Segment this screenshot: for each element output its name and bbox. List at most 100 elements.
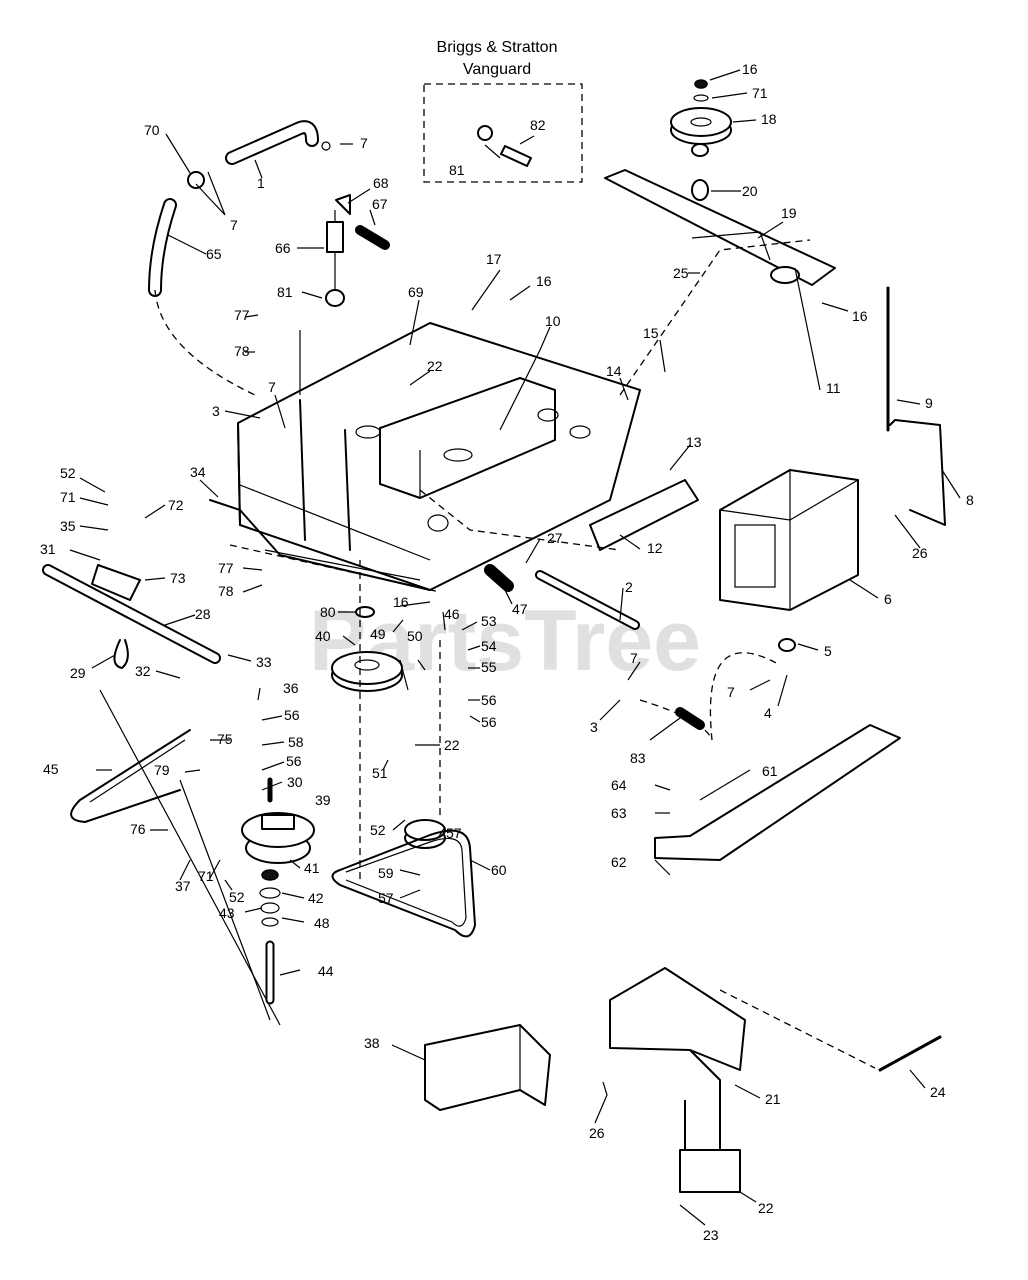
bracket-61 [654, 724, 901, 861]
callout-43: 43 [219, 905, 235, 921]
callout-66: 66 [275, 240, 291, 256]
callout-33: 33 [256, 654, 272, 670]
pulley-18 [670, 79, 732, 145]
callout-34: 34 [190, 464, 206, 480]
callout-74: 58 [288, 734, 304, 750]
callout-3: 3 [590, 719, 598, 735]
callout-77: 77 [234, 307, 250, 323]
callout-29: 29 [70, 665, 86, 681]
callout-48: 48 [314, 915, 330, 931]
callout-13: 13 [686, 434, 702, 450]
callout-79: 79 [154, 762, 170, 778]
callout-37: 37 [175, 878, 191, 894]
callout-81: 81 [449, 162, 465, 178]
callout-7: 7 [268, 379, 276, 395]
callout-18: 18 [761, 111, 777, 127]
callout-46: 46 [444, 606, 460, 622]
callout-65: 65 [206, 246, 222, 262]
callout-16: 16 [742, 61, 758, 77]
callout-7: 7 [360, 135, 368, 151]
callout-1: 1 [257, 175, 265, 191]
fitting-81-inset [477, 125, 493, 141]
rod-8 [889, 419, 946, 526]
callout-26: 26 [589, 1125, 605, 1141]
callout-26: 26 [912, 545, 928, 561]
belt-45 [70, 729, 191, 823]
callout-14: 14 [606, 363, 622, 379]
v-belt-60 [331, 829, 476, 938]
shift-rod-28 [42, 564, 221, 669]
callout-56: 56 [284, 707, 300, 723]
fuel-filter-70 [187, 171, 205, 189]
electric-clutch-41 [241, 777, 315, 1005]
callout-38: 38 [364, 1035, 380, 1051]
callout-56: 56 [481, 692, 497, 708]
callout-45: 45 [43, 761, 59, 777]
callout-4: 4 [764, 705, 772, 721]
callout-54: 54 [481, 638, 497, 654]
idler-pulley-58 [404, 819, 446, 849]
fuel-cap-11 [770, 266, 800, 284]
callout-71: 71 [60, 489, 76, 505]
callout-53: 53 [481, 613, 497, 629]
callout-20: 20 [742, 183, 758, 199]
callout-41: 41 [304, 860, 320, 876]
drive-pulley-40 [331, 606, 403, 692]
callout-60: 60 [491, 862, 507, 878]
callout-7: 7 [727, 684, 735, 700]
callout-69: 69 [408, 284, 424, 300]
callout-40: 40 [315, 628, 331, 644]
callout-5: 5 [824, 643, 832, 659]
callout-12: 12 [647, 540, 663, 556]
callout-47: 47 [512, 601, 528, 617]
callout-71: 71 [752, 85, 768, 101]
callout-58: 57 [446, 825, 462, 841]
callout-31: 31 [40, 541, 56, 557]
callout-50: 50 [407, 628, 423, 644]
callout-7: 7 [230, 217, 238, 233]
engine-title-line2: Vanguard [463, 61, 531, 78]
leader-lines [69, 69, 961, 1226]
callout-83: 83 [630, 750, 646, 766]
callout-78: 78 [218, 583, 234, 599]
callout-32: 32 [135, 663, 151, 679]
callout-59: 59 [378, 865, 394, 881]
callout-17: 17 [486, 251, 502, 267]
callout-52: 52 [60, 465, 76, 481]
callout-52: 52 [229, 889, 245, 905]
callout-28: 28 [195, 606, 211, 622]
callout-19: 19 [781, 205, 797, 221]
callout-63: 63 [611, 805, 627, 821]
callout-15: 15 [643, 325, 659, 341]
callout-labels: 1 2 3 3 4 5 6 7 7 7 7 7 8 9 10 11 12 13 … [40, 61, 974, 1243]
fuel-tank-6 [719, 266, 859, 652]
callout-76: 76 [130, 821, 146, 837]
chassis-frame [209, 322, 641, 591]
callout-16: 16 [393, 594, 409, 610]
shield-38 [424, 1024, 551, 1111]
callout-8: 8 [966, 492, 974, 508]
panel-12 [589, 479, 699, 551]
callout-7: 7 [630, 650, 638, 666]
callout-22: 22 [758, 1200, 774, 1216]
callout-57: 56 [481, 714, 497, 730]
callout-11: 11 [826, 380, 841, 396]
callout-22: 22 [427, 358, 443, 374]
callout-9: 9 [925, 395, 933, 411]
callout-73: 73 [170, 570, 186, 586]
callout-10: 10 [545, 313, 561, 329]
callout-39: 39 [315, 792, 331, 808]
engine-inset-box [423, 83, 583, 183]
engine-title-line1: Briggs & Stratton [437, 39, 558, 56]
callout-25: 25 [673, 265, 689, 281]
callout-77: 77 [218, 560, 234, 576]
callout-2: 2 [625, 579, 633, 595]
callout-23: 23 [703, 1227, 719, 1243]
callout-70: 70 [144, 122, 160, 138]
callout-3: 3 [212, 403, 220, 419]
callout-24: 24 [930, 1084, 946, 1100]
callout-55: 55 [481, 659, 497, 675]
callout-16: 16 [536, 273, 552, 289]
fuel-line-assembly [148, 120, 331, 396]
